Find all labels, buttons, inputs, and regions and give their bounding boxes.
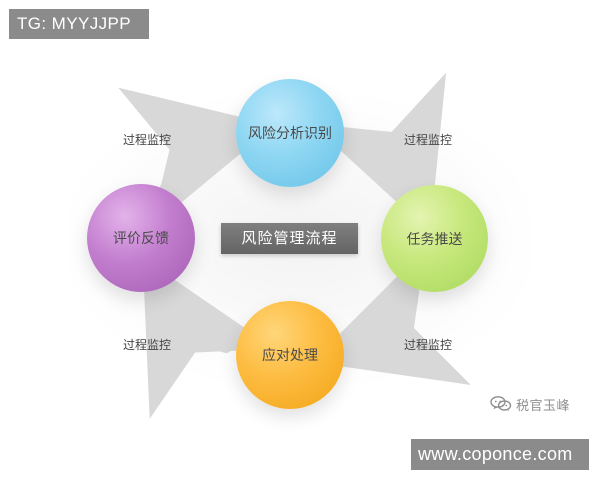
arrow-bottom-left [142,258,276,419]
risk-analysis-label: 风险分析识别 [248,126,332,142]
process-label-bottom-right: 过程监控 [404,338,453,352]
bottom-watermark: www.coponce.com [411,439,589,470]
task-push-label: 任务推送 [406,231,463,248]
arrow-top-left [118,87,275,228]
top-watermark: TG: MYYJJPP [9,9,149,39]
center-title-box: 风险管理流程 [221,223,358,254]
process-label-top-right: 过程监控 [404,133,453,147]
process-label-bottom-left: 过程监控 [123,338,172,352]
response-node: 应对处理 [236,301,344,409]
risk-analysis-node: 风险分析识别 [236,79,344,187]
task-push-node: 任务推送 [381,185,488,292]
wechat-icon [490,396,512,412]
brand-text: 税官玉峰 [516,398,571,414]
brand-mark: 税官玉峰 [490,394,585,414]
feedback-node: 评价反馈 [87,184,195,292]
response-label: 应对处理 [262,348,318,364]
process-label-top-left: 过程监控 [123,133,172,147]
feedback-label: 评价反馈 [113,231,169,247]
